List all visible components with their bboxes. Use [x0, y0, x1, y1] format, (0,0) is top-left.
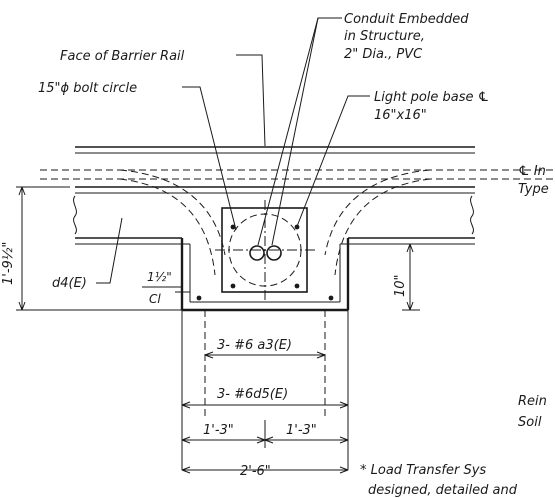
- dim-ten-label: 10": [393, 274, 408, 297]
- transition-curves: [119, 169, 431, 276]
- dim-left-half-label: 1'-3": [203, 423, 234, 438]
- d4e-label: d4(E): [52, 276, 87, 291]
- dimension-lines: [16, 186, 420, 474]
- reinforcement-label: Rein: [518, 394, 547, 409]
- note-line1: * Load Transfer Sys: [360, 463, 486, 478]
- conduit-label-line2: in Structure,: [344, 29, 425, 44]
- dim-total-label: 2'-6": [240, 464, 271, 479]
- break-marks: [73, 195, 474, 235]
- conduit-label-line3: 2" Dia., PVC: [344, 47, 423, 62]
- note-line2: designed, detailed and: [368, 483, 518, 498]
- centerline-label-line1: ℄ In: [518, 164, 546, 179]
- dim-right-half-label: 1'-3": [286, 423, 317, 438]
- slab-outline: [20, 237, 475, 312]
- leader-lines: [96, 17, 370, 293]
- soil-label: Soil: [518, 415, 542, 430]
- barrier-rail-label: Face of Barrier Rail: [60, 49, 185, 64]
- light-pole-base: [196, 200, 334, 301]
- d5e-label: 3- #6d5(E): [217, 387, 288, 402]
- clear-cover-label: Cl: [149, 292, 161, 306]
- footing-lines: [181, 310, 349, 470]
- light-pole-label-line1: Light pole base ℄: [374, 90, 489, 105]
- centerline-label-line2: Type: [518, 182, 549, 197]
- a3e-label: 3- #6 a3(E): [217, 338, 292, 353]
- conduit-label-line1: Conduit Embedded: [344, 12, 469, 27]
- clear-cover-value: 1½": [147, 270, 172, 284]
- barrier-rail-lines: [40, 146, 555, 194]
- light-pole-label-line2: 16"x16": [374, 108, 427, 123]
- dim-height-label: 1'-9½": [1, 242, 16, 285]
- bolt-circle-label: 15"ϕ bolt circle: [38, 81, 137, 96]
